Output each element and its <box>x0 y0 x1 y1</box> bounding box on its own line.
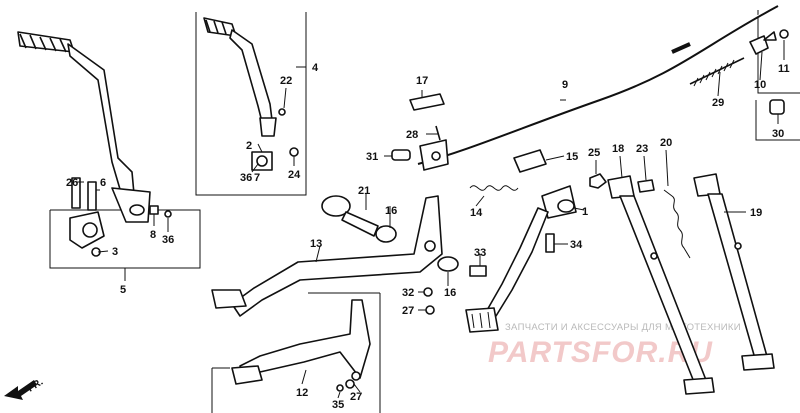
main-stand <box>693 173 775 371</box>
collar-15 <box>513 149 547 173</box>
bolt-35 <box>336 384 344 392</box>
bracket-4 <box>195 12 307 196</box>
callout-4: 4 <box>312 62 319 74</box>
callout-36b: 36 <box>162 234 174 246</box>
front-direction-arrow: FR. <box>4 377 45 400</box>
callout-30: 30 <box>772 128 784 140</box>
callout-3: 3 <box>112 246 118 258</box>
callout-13: 13 <box>310 238 322 250</box>
callout-31: 31 <box>366 151 378 163</box>
callout-7: 7 <box>254 172 260 184</box>
bolt-23 <box>637 179 655 193</box>
nut-25 <box>589 173 607 189</box>
gear-pedal <box>465 185 577 333</box>
brake-pedal-12 <box>231 299 371 385</box>
callout-20: 20 <box>660 137 672 149</box>
plate-17 <box>409 93 445 111</box>
kick-pedal <box>203 17 286 137</box>
callout-21: 21 <box>358 185 370 197</box>
callout-14: 14 <box>470 207 483 219</box>
callout-25: 25 <box>588 147 600 159</box>
side-stand <box>607 175 715 395</box>
collar-30 <box>769 99 785 115</box>
watermark: ЗАПЧАСТИ И АКСЕССУАРЫ ДЛЯ МОТОТЕХНИКИ PA… <box>488 322 741 369</box>
callout-28: 28 <box>406 129 418 141</box>
bracket-12 <box>211 292 381 413</box>
callout-15: 15 <box>566 151 578 163</box>
leader-lines <box>76 40 785 399</box>
callout-19: 19 <box>750 207 762 219</box>
bracket-30 <box>755 100 800 141</box>
callout-27a: 27 <box>402 305 414 317</box>
callout-24: 24 <box>288 169 301 181</box>
callout-17: 17 <box>416 75 428 87</box>
callout-5: 5 <box>120 284 126 296</box>
callout-22: 22 <box>280 75 292 87</box>
fr-label: FR. <box>26 377 46 395</box>
bolt-34 <box>545 233 555 253</box>
bracket-10 <box>757 10 800 94</box>
kick-starter-arm <box>17 31 151 223</box>
callout-16a: 16 <box>385 205 397 217</box>
callout-35: 35 <box>332 399 344 411</box>
watermark-logo: PARTSFOR.RU <box>488 336 713 369</box>
wing-nut <box>749 29 789 55</box>
adjuster-rod <box>689 57 745 87</box>
callout-29: 29 <box>712 97 724 109</box>
callout-23: 23 <box>636 143 648 155</box>
callout-8: 8 <box>150 229 156 241</box>
callout-16b: 16 <box>444 287 456 299</box>
callout-36a: 36 <box>240 172 252 184</box>
brake-pedal-13 <box>211 195 459 317</box>
spring-20 <box>663 189 691 259</box>
bolt-33 <box>469 265 487 277</box>
group-brackets <box>49 10 800 413</box>
callout-26: 26 <box>66 177 78 189</box>
callout-12: 12 <box>296 387 308 399</box>
callout-9: 9 <box>562 79 568 91</box>
callout-10: 10 <box>754 79 766 91</box>
parts: FR. <box>4 5 789 400</box>
spring-14 <box>469 185 519 191</box>
callout-2: 2 <box>246 140 252 152</box>
brake-rod-joint <box>391 125 449 171</box>
nut-27b <box>345 379 355 389</box>
pivot-shaft <box>321 195 397 243</box>
callout-11: 11 <box>778 63 790 75</box>
pivot-bolt <box>251 147 299 171</box>
kick-joint <box>69 177 172 257</box>
callout-32: 32 <box>402 287 414 299</box>
callout-1: 1 <box>582 206 588 218</box>
callout-34: 34 <box>570 239 583 251</box>
callout-labels: 1 2 3 4 5 6 7 8 9 10 11 12 13 14 15 16 1… <box>66 62 790 411</box>
washer-32 <box>423 287 433 297</box>
callout-6: 6 <box>100 177 106 189</box>
watermark-tagline: ЗАПЧАСТИ И АКСЕССУАРЫ ДЛЯ МОТОТЕХНИКИ <box>505 322 741 333</box>
callout-18: 18 <box>612 143 624 155</box>
callout-33: 33 <box>474 247 486 259</box>
callout-27b: 27 <box>350 391 362 403</box>
brake-cable <box>417 5 779 165</box>
nut-27a <box>425 305 435 315</box>
